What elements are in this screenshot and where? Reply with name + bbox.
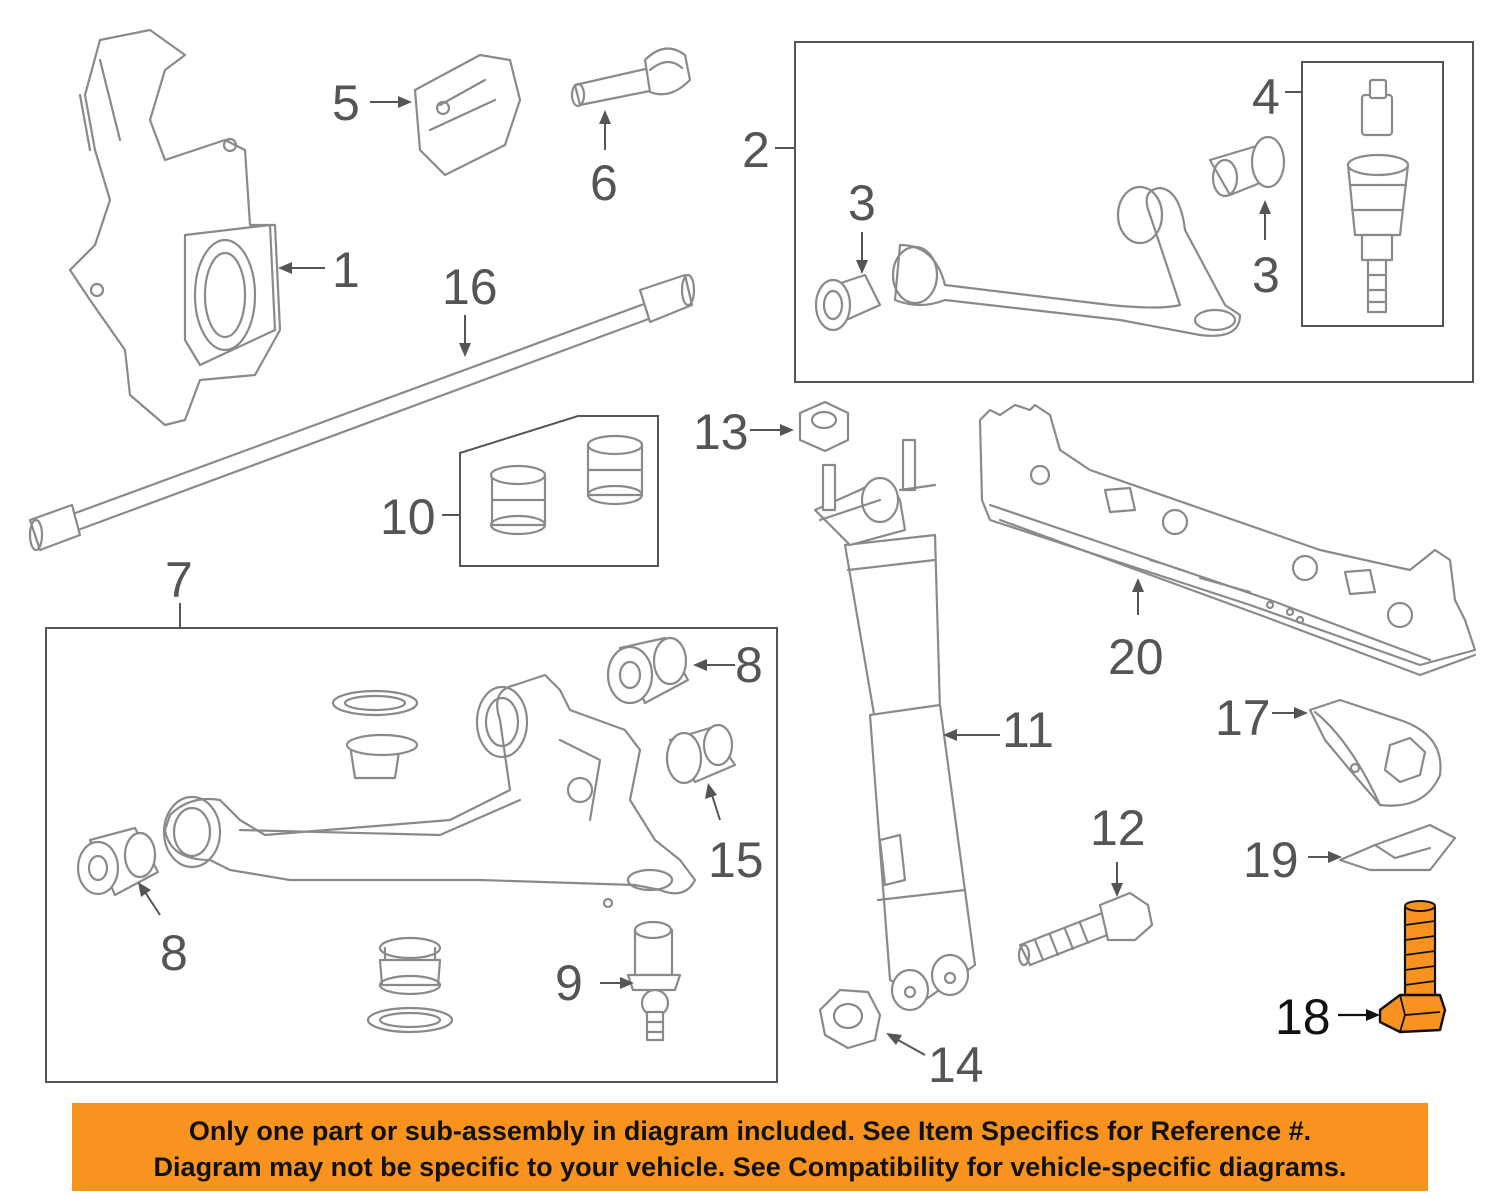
callout-15: 15: [708, 832, 764, 888]
callout-16: 16: [442, 259, 498, 315]
ball-joint-part: [1346, 78, 1410, 314]
highlight-leader: [1338, 1009, 1380, 1021]
callout-8-top: 8: [735, 637, 763, 693]
callout-18: 18: [1275, 989, 1331, 1045]
callout-6: 6: [590, 155, 618, 211]
callout-3-right: 3: [1252, 247, 1280, 303]
shock-absorber-part: [813, 438, 977, 1012]
adjuster-arm-part: [1308, 698, 1442, 807]
lower-control-arm-part: [162, 673, 697, 909]
lower-ball-joint-part: [626, 920, 682, 1042]
small-bushing-part: [665, 723, 737, 785]
callout-10: 10: [380, 489, 436, 545]
upper-control-arm-part: [814, 135, 1286, 337]
callout-5: 5: [332, 75, 360, 131]
callout-3-left: 3: [848, 175, 876, 231]
callout-2: 2: [742, 122, 770, 178]
disclaimer-line-2: Diagram may not be specific to your vehi…: [153, 1152, 1347, 1182]
stabilizer-rod-part: [28, 273, 696, 552]
group-box-bushings: [459, 415, 659, 567]
group-box-upper-control-arm: [794, 41, 1474, 383]
callout-14: 14: [928, 1037, 984, 1093]
shim-part: [1338, 823, 1457, 872]
disclaimer-banner: Only one part or sub-assembly in diagram…: [72, 1103, 1428, 1191]
steering-knuckle-part: [68, 28, 282, 427]
crossmember-part: [978, 403, 1477, 677]
callout-19: 19: [1243, 832, 1299, 888]
group-box-ball-joint: [1301, 61, 1444, 327]
upper-nut-part: [798, 400, 850, 453]
callout-11: 11: [1002, 702, 1054, 758]
leader-lines: [138, 91, 1342, 1056]
cam-bolt-part: [570, 47, 692, 108]
washer-seal-parts: [331, 689, 454, 1034]
shield-part: [413, 53, 522, 177]
callout-20: 20: [1108, 629, 1164, 685]
callout-8-bottom: 8: [160, 925, 188, 981]
shock-bolt-part: [1017, 891, 1154, 967]
callout-7: 7: [165, 552, 193, 608]
disclaimer-line-1: Only one part or sub-assembly in diagram…: [188, 1116, 1312, 1146]
bushings-part: [489, 434, 644, 536]
callout-13: 13: [693, 404, 749, 460]
callout-9: 9: [555, 955, 583, 1011]
group-box-lower-control-arm: [45, 627, 778, 1083]
callout-17: 17: [1215, 690, 1271, 746]
callout-12: 12: [1090, 800, 1146, 856]
lower-nut-part: [818, 988, 882, 1050]
callout-4: 4: [1252, 69, 1280, 125]
lower-arm-bushing-part: [76, 636, 690, 897]
bolt-part-highlighted: [1378, 900, 1447, 1034]
callout-1: 1: [332, 242, 360, 298]
